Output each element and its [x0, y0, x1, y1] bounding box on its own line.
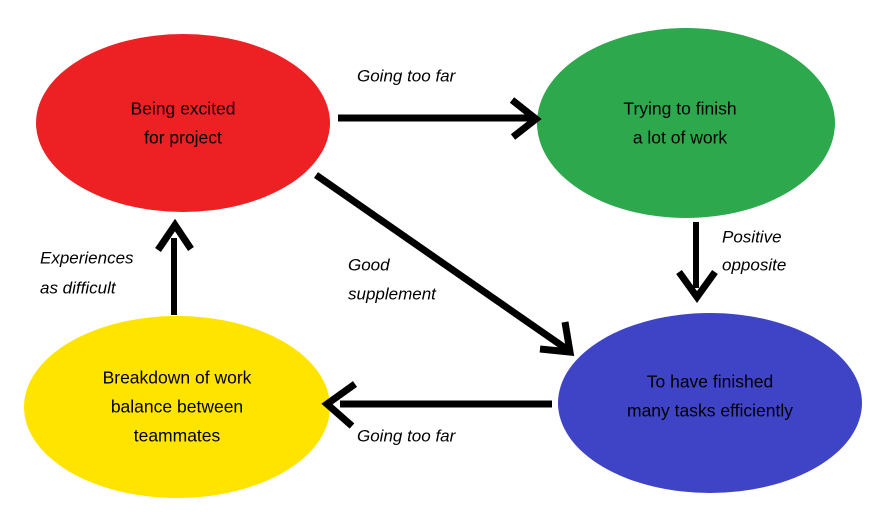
edge-finished-tasks-to-breakdown[interactable]: Going too far: [321, 381, 552, 445]
edge-excited-to-finish-work[interactable]: Going too far: [338, 66, 542, 140]
node-excited-label-line2: for project: [144, 128, 222, 148]
node-breakdown-label-line2: balance between: [111, 397, 243, 417]
arrow-head-up: [155, 218, 194, 252]
arrow-head-left: [321, 381, 358, 429]
node-breakdown-shape[interactable]: [24, 316, 330, 498]
edge-label-going-too-far-bottom: Going too far: [357, 426, 457, 445]
edge-label-experiences: Experiences: [40, 248, 134, 267]
edge-label-good: Good: [348, 255, 390, 274]
edge-label-supplement: supplement: [348, 284, 437, 303]
edge-label-opposite: opposite: [722, 255, 786, 274]
edge-breakdown-to-excited[interactable]: Experiences as difficult: [40, 218, 194, 315]
node-finish-work-shape[interactable]: [537, 28, 835, 218]
edge-excited-to-finished-tasks[interactable]: Good supplement: [314, 172, 575, 356]
node-finish-work-label-line2: a lot of work: [633, 128, 728, 148]
node-finished-tasks-label-line2: many tasks efficiently: [627, 401, 793, 421]
arrow-head-diagonal: [539, 321, 575, 356]
arrow-head-right-top: [509, 97, 542, 140]
edge-finish-work-to-finished-tasks[interactable]: Positive opposite: [676, 222, 786, 303]
edge-excited-to-finished-tasks-line: [314, 172, 570, 353]
edge-label-going-too-far-top: Going too far: [357, 66, 457, 85]
node-breakdown-label-line1: Breakdown of work: [103, 368, 252, 388]
node-breakdown-label-line3: teammates: [134, 426, 221, 446]
node-finished-tasks-shape[interactable]: [558, 313, 862, 493]
node-finish-work-label-line1: Trying to finish: [623, 99, 736, 119]
node-finished-tasks-label-line1: To have finished: [647, 372, 773, 392]
arrow-head-down: [676, 269, 718, 303]
node-finished-tasks[interactable]: To have finished many tasks efficiently: [558, 313, 862, 493]
node-finish-work[interactable]: Trying to finish a lot of work: [537, 28, 835, 218]
edge-label-as-difficult: as difficult: [40, 278, 117, 297]
node-excited-shape[interactable]: [36, 34, 330, 212]
node-excited[interactable]: Being excited for project: [36, 34, 330, 212]
edge-label-positive: Positive: [722, 227, 782, 246]
node-breakdown[interactable]: Breakdown of work balance between teamma…: [24, 316, 330, 498]
node-excited-label-line1: Being excited: [130, 99, 235, 119]
